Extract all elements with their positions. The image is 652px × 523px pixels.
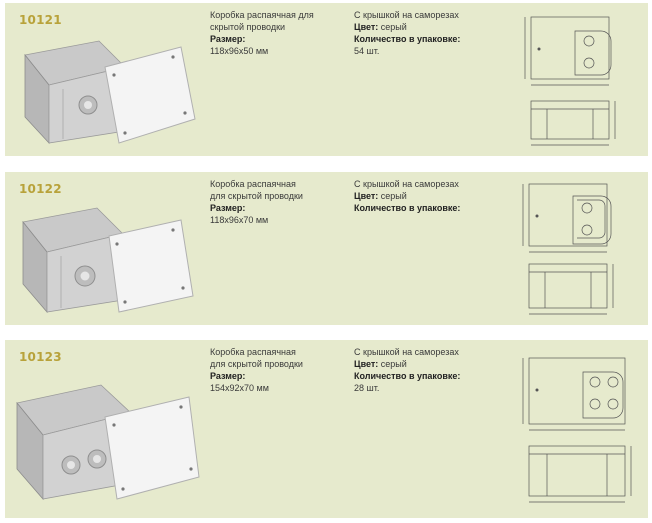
technical-drawing-icon [522,357,632,503]
color-value: серый [380,22,407,32]
product-specs: С крышкой на саморезах Цвет: серый Колич… [354,9,504,57]
color-value: серый [380,191,407,201]
color-value: серый [380,359,407,369]
qty-value: 28 шт. [354,383,380,393]
product-specs: С крышкой на саморезах Цвет: серый Колич… [354,346,504,394]
product-row-10121: 10121 Коробка распаячная для скрытой про… [5,3,648,156]
size-label: Размер: [210,203,246,213]
feature-text: С крышкой на саморезах [354,347,459,357]
junction-box-photo-icon [24,40,196,145]
color-label: Цвет: [354,359,379,369]
size-value: 118х96х50 мм [210,46,269,56]
product-description: Коробка распаячная для скрытой проводки … [210,178,345,226]
product-code: 10121 [19,13,62,27]
product-row-10123: 10123 Коробка распаячная для скрытой про… [5,340,648,518]
size-label: Размер: [210,34,246,44]
product-row-10122: 10122 Коробка распаячная для скрытой про… [5,172,648,325]
size-label: Размер: [210,371,246,381]
feature-text: С крышкой на саморезах [354,179,459,189]
color-label: Цвет: [354,191,379,201]
junction-box-photo-icon [22,207,194,314]
size-value: 154х92х70 мм [210,383,269,393]
technical-drawing-icon [524,16,616,146]
product-specs: С крышкой на саморезах Цвет: серый Колич… [354,178,504,214]
product-description: Коробка распаячная для скрытой проводки … [210,346,345,394]
qty-label: Количество в упаковке: [354,203,461,213]
product-code: 10122 [19,182,62,196]
color-label: Цвет: [354,22,379,32]
product-description: Коробка распаячная для скрытой проводки … [210,9,345,57]
size-value: 118х96х70 мм [210,215,269,225]
technical-drawing-icon [522,183,614,315]
junction-box-photo-icon [16,384,200,501]
feature-text: С крышкой на саморезах [354,10,459,20]
qty-label: Количество в упаковке: [354,371,461,381]
qty-value: 54 шт. [354,46,380,56]
product-code: 10123 [19,350,62,364]
qty-label: Количество в упаковке: [354,34,461,44]
